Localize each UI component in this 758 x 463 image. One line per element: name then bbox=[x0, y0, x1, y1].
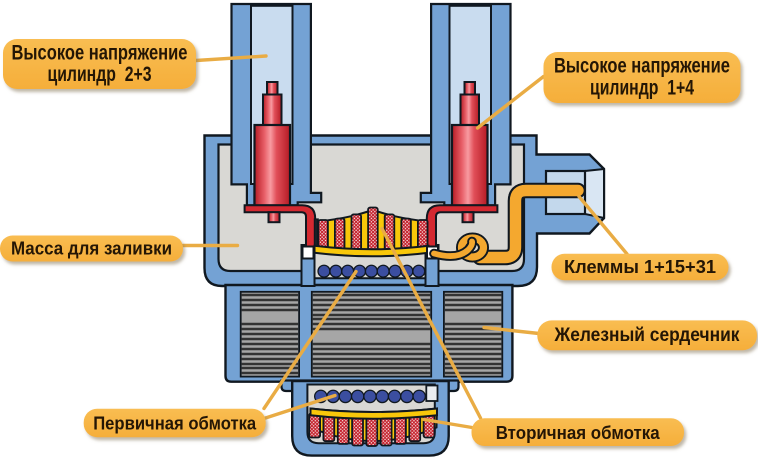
svg-text:Железный сердечник: Железный сердечник bbox=[554, 324, 740, 346]
svg-text:Высокое напряжение: Высокое напряжение bbox=[12, 42, 188, 65]
svg-text:Вторичная обмотка: Вторичная обмотка bbox=[496, 423, 661, 443]
svg-text:цилиндр 1+4: цилиндр 1+4 bbox=[590, 77, 694, 100]
svg-text:Масса для заливки: Масса для заливки bbox=[11, 238, 172, 259]
svg-text:Клеммы 1+15+31: Клеммы 1+15+31 bbox=[564, 256, 716, 277]
svg-text:Высокое напряжение: Высокое напряжение bbox=[554, 55, 730, 78]
svg-text:цилиндр 2+3: цилиндр 2+3 bbox=[48, 63, 152, 86]
svg-text:Первичная обмотка: Первичная обмотка bbox=[93, 414, 257, 434]
